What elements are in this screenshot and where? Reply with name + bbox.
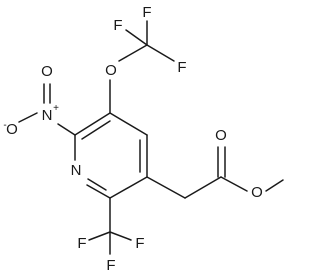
atom-o-ether: O [105,62,117,79]
bond-c2-c3-inner [81,120,111,140]
structure-svg: O - N + O O F F F N O O F F F [3,4,284,274]
atom-f3: F [113,17,122,34]
atom-o-ester: O [251,184,263,201]
charge-plus: + [53,103,59,114]
bond-cf3-f2 [146,44,175,62]
atom-f4: F [77,235,86,252]
atom-o-carbonyl: O [215,127,227,144]
atom-o-nitro: O [41,63,53,80]
atom-f2: F [177,59,186,76]
bond-cf3-f3 [125,29,148,46]
bond-c6-n1-inner [87,178,107,191]
bond-c5-ch2 [146,176,186,199]
bond-c-o-ester [220,176,248,192]
bonds [18,20,284,255]
atom-n-ring: N [71,162,82,179]
bond-cf3-f6 [109,231,132,241]
bond-o-cf3 [118,44,148,62]
bond-c6-n1 [86,184,111,199]
bond-n-o-single [18,112,38,123]
bond-c5-c6 [109,176,148,199]
bond-c2-c3 [74,112,111,136]
molecule-diagram: O - N + O O F F F N O O F F F [3,4,284,274]
bond-cf3-f4 [88,231,111,241]
charge-minus: - [3,120,6,131]
atom-o-minus: O [6,121,18,138]
atom-f6: F [135,235,144,252]
atom-f5: F [106,257,115,274]
bond-c3-c4 [109,112,148,136]
bond-ch2-c [184,176,222,199]
atom-f1: F [142,4,151,21]
atom-labels: O - N + O O F F F N O O F F F [3,4,263,274]
bond-o-ch3 [265,179,284,192]
bond-c2-n [57,123,76,136]
atom-n-nitro: N [42,107,53,124]
